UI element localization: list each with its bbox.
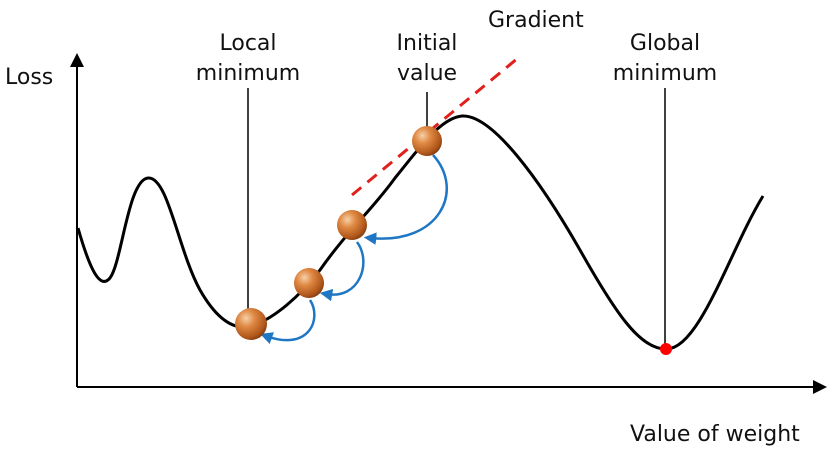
ball-step-1 — [337, 210, 367, 240]
ball-step-2 — [294, 268, 324, 298]
global-minimum-label: Global — [630, 31, 700, 56]
step-arrow-1 — [363, 154, 448, 245]
initial-value-label: Initial — [397, 31, 458, 56]
global-minimum-marker — [660, 343, 672, 355]
initial-value-label-line2: value — [397, 61, 457, 86]
global-minimum-label-line2: minimum — [613, 61, 717, 86]
x-axis-label: Value of weight — [630, 422, 800, 447]
ball-initial — [412, 126, 442, 156]
ball-local-minimum — [235, 308, 267, 340]
gradient-label: Gradient — [488, 8, 584, 33]
y-axis-label: Loss — [5, 65, 53, 90]
step-arrow-3 — [260, 299, 316, 345]
gradient-line — [351, 56, 519, 197]
local-minimum-label: Local — [219, 31, 276, 56]
local-minimum-label-line2: minimum — [196, 61, 300, 86]
step-arrow-2 — [319, 241, 365, 302]
